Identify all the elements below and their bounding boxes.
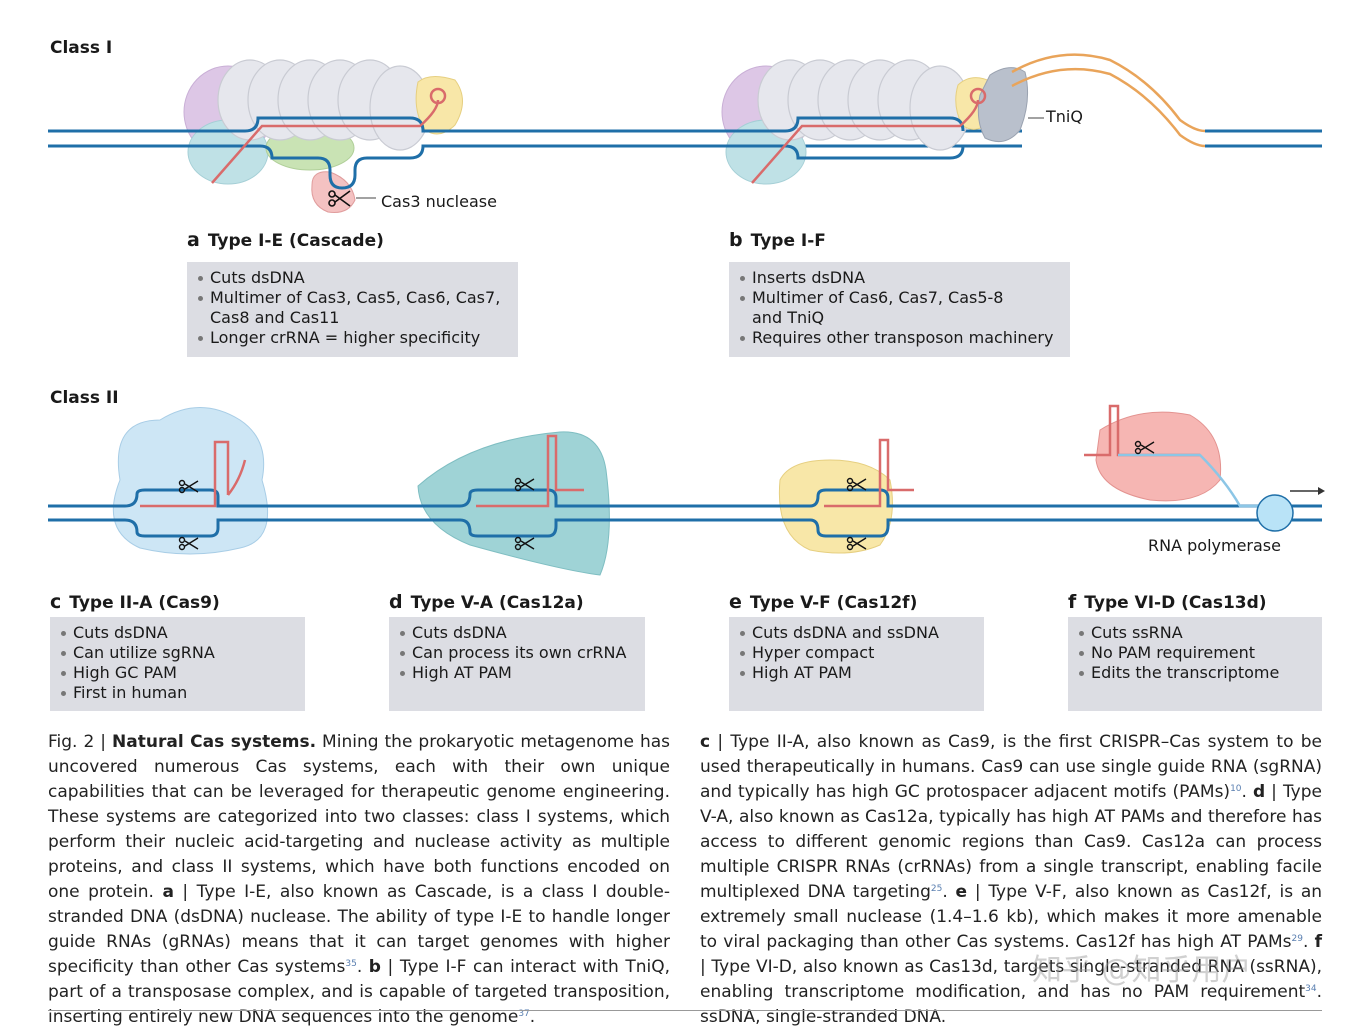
list-item: High GC PAM [60,663,295,683]
list-item: High AT PAM [739,663,974,683]
cascade-complex-diagram [183,59,463,213]
scissors-icon [514,477,535,492]
list-item: Multimer of Cas6, Cas7, Cas5-8 [739,288,1060,308]
tniq-label: TniQ [1046,107,1083,126]
target-rna-f [1118,453,1270,508]
list-item: Cuts dsDNA [197,268,508,288]
panel-e-box: Cuts dsDNA and ssDNA Hyper compact High … [729,617,984,711]
watermark: 知乎 @知乎用户 [1032,953,1252,988]
scissors-icon [846,477,867,492]
list-item: Can utilize sgRNA [60,643,295,663]
panel-b-box: Inserts dsDNA Multimer of Cas6, Cas7, Ca… [729,262,1070,357]
list-item: High AT PAM [399,663,635,683]
class-i-label: Class I [50,38,113,58]
crrna-d [476,434,584,508]
cas13d-protein [1095,411,1222,502]
scissors-icon [178,536,199,551]
rna-polymerase-shape [1256,494,1294,532]
scissors-icon [846,536,867,551]
list-item: Hyper compact [739,643,974,663]
cas3-nuclease-label: Cas3 nuclease [381,192,497,211]
bottom-rule [48,1010,1322,1011]
sgrna-c [140,440,247,508]
cas-systems-diagram [48,53,1325,576]
list-item: Cuts dsDNA and ssDNA [739,623,974,643]
dna-duplex-b [560,116,1322,160]
scissors-icon [1134,440,1155,455]
list-item: Cuts dsDNA [399,623,635,643]
panel-d-box: Cuts dsDNA Can process its own crRNA Hig… [389,617,645,711]
dna-duplex-a [48,116,1022,190]
transposon-dna [1011,53,1206,148]
crrna-hairpin-a [429,87,447,105]
list-item: Cas8 and Cas11 [210,308,340,327]
scissors-icon [178,479,199,494]
list-item: No PAM requirement [1078,643,1312,663]
list-item: Inserts dsDNA [739,268,1060,288]
list-item: First in human [60,683,295,703]
figure-caption-left: Fig. 2 | Natural Cas systems. Mining the… [48,732,671,1027]
list-item: Cuts dsDNA [60,623,295,643]
scissors-icon [514,536,535,551]
list-item: Can process its own crRNA [399,643,635,663]
type-i-f-complex-diagram [721,59,1029,185]
panel-c-box: Cuts dsDNA Can utilize sgRNA High GC PAM… [50,617,305,711]
rna-polymerase-label: RNA polymerase [1148,536,1281,555]
panel-f-box: Cuts ssRNA No PAM requirement Edits the … [1068,617,1322,711]
crrna-hairpin-b [969,87,987,105]
list-item: Longer crRNA = higher specificity [197,328,508,348]
panel-a-box: Cuts dsDNA Multimer of Cas3, Cas5, Cas6,… [187,262,518,357]
list-item: Multimer of Cas3, Cas5, Cas6, Cas7, [197,288,508,308]
list-item: Edits the transcriptome [1078,663,1312,683]
list-item: Cuts ssRNA [1078,623,1312,643]
class-ii-label: Class II [50,388,119,408]
dna-duplex-class-ii [48,488,1322,538]
list-item: Requires other transposon machinery [739,328,1060,348]
list-item: and TniQ [752,308,825,327]
cas12a-protein [417,431,610,576]
scissors-icon [328,190,351,207]
crrna-e [824,438,914,508]
arrow-right-icon [1318,487,1325,495]
figure-caption-right: c | Type II-A, also known as Cas9, is th… [700,732,1323,1027]
